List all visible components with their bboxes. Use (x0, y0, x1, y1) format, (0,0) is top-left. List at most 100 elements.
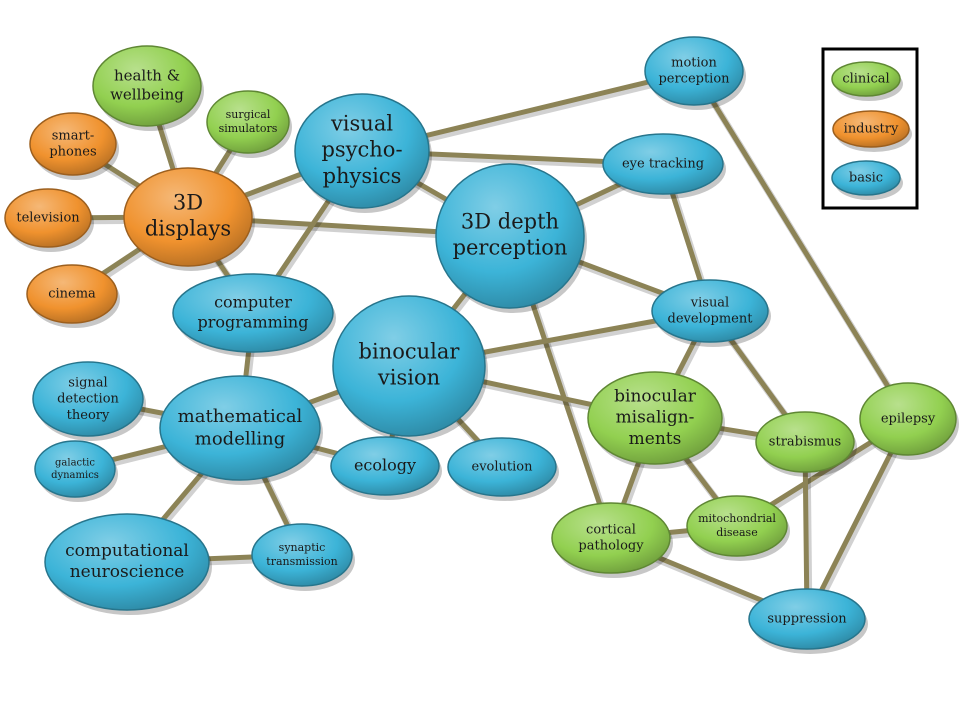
node-label-surgical: surgical (226, 108, 271, 121)
node-signal-bubble (32, 361, 144, 437)
node-label-synaptic: transmission (266, 555, 337, 568)
node-label-compneuro: computational (65, 541, 189, 561)
node-label-evolution: evolution (472, 460, 534, 475)
node-mathmod-bubble (159, 375, 321, 481)
legend: clinical industry basic (821, 47, 919, 210)
node-label-binocular: binocular (359, 339, 461, 363)
node-label-cinema: cinema (48, 287, 96, 302)
edge-motion-epilepsy (691, 68, 911, 422)
node-visualdev-bubble (651, 279, 769, 343)
node-depth3d: 3D depth perception (435, 163, 587, 313)
node-label-visualdev: visual (690, 295, 729, 310)
legend-item-basic: basic (831, 160, 903, 200)
node-label-motion: perception (658, 72, 730, 87)
node-eyetracking-bubble (602, 133, 724, 195)
node-label-mathmod: modelling (195, 428, 285, 449)
node-label-smartphones: smart- (52, 128, 95, 143)
node-label-compneuro: neuroscience (70, 562, 185, 582)
node-motion: motion perception (644, 36, 746, 110)
node-label-displays3d: displays (145, 217, 231, 241)
node-label-visualpsycho: physics (323, 164, 402, 188)
node-depth3d-bubble (435, 163, 585, 309)
node-epilepsy: epilepsy (859, 382, 959, 460)
node-health-bubble (92, 45, 202, 127)
node-layer: health &wellbeingsurgicalsimulatorssmart… (4, 36, 959, 654)
legend-label-basic: basic (849, 171, 883, 186)
node-binocular-bubble (332, 295, 486, 437)
node-label-binocmis: ments (629, 429, 682, 449)
node-eyetracking: eye tracking (602, 133, 726, 199)
node-galactic-bubble (34, 440, 116, 498)
node-displays3d-bubble (123, 167, 253, 267)
legend-item-clinical: clinical (831, 61, 903, 101)
node-label-health: health & (114, 67, 180, 85)
node-suppression: suppression (748, 588, 868, 654)
node-label-eyetracking: eye tracking (622, 157, 704, 172)
node-health: health &wellbeing (92, 45, 204, 131)
node-suppression-bubble (748, 588, 866, 650)
node-label-synaptic: synaptic (279, 541, 326, 554)
node-label-health: wellbeing (110, 85, 184, 103)
node-label-television: television (16, 211, 80, 226)
node-ecology-bubble (330, 436, 440, 496)
node-strabismus: strabismus (755, 411, 857, 477)
node-cinema-bubble (26, 264, 118, 324)
node-label-displays3d: 3D (173, 190, 203, 214)
node-label-mito: mitochondrial (698, 512, 776, 525)
node-cinema: cinema (26, 264, 120, 328)
node-evolution-bubble (447, 437, 557, 497)
node-label-cortical: cortical (586, 522, 636, 537)
node-label-mito: disease (716, 526, 757, 539)
node-label-galactic: dynamics (51, 470, 99, 481)
node-compneuro-bubble (44, 513, 210, 611)
node-cortical-bubble (551, 502, 671, 574)
node-label-signal: theory (67, 408, 110, 423)
node-label-binocmis: binocular (614, 386, 697, 406)
node-label-depth3d: 3D depth (461, 209, 559, 233)
node-label-smartphones: phones (49, 145, 96, 160)
node-binocular: binocular vision (332, 295, 488, 441)
node-strabismus-bubble (755, 411, 855, 473)
node-galactic: galactic dynamics (34, 440, 118, 502)
node-smartphones-bubble (29, 112, 117, 176)
node-synaptic-bubble (251, 523, 353, 587)
legend-item-industry: industry (832, 110, 912, 152)
node-label-signal: detection (57, 392, 119, 407)
node-motion-bubble (644, 36, 744, 106)
node-mito-bubble (686, 495, 788, 557)
node-label-computerprog: computer (214, 293, 292, 312)
node-binocmis-bubble (587, 371, 723, 465)
node-label-depth3d: perception (453, 236, 568, 260)
legend-item-clinical-bubble (831, 61, 901, 97)
node-label-motion: motion (671, 55, 717, 70)
node-label-galactic: galactic (55, 457, 95, 468)
node-computerprog-bubble (172, 273, 334, 353)
legend-item-industry-bubble (832, 110, 910, 148)
node-smartphones: smart-phones (29, 112, 119, 180)
node-label-visualpsycho: visual (330, 111, 393, 135)
node-visualdev: visual development (651, 279, 771, 347)
node-label-ecology: ecology (354, 456, 416, 475)
node-label-binocular: vision (377, 366, 440, 390)
node-label-strabismus: strabismus (769, 435, 841, 450)
node-label-surgical: simulators (219, 122, 278, 135)
node-television-bubble (4, 188, 92, 248)
legend-item-basic-bubble (831, 160, 901, 196)
legend-label-industry: industry (844, 122, 899, 137)
node-label-computerprog: programming (198, 313, 309, 332)
node-label-visualdev: development (668, 312, 754, 327)
node-surgical-bubble (206, 90, 290, 154)
node-label-epilepsy: epilepsy (881, 412, 936, 427)
node-label-signal: signal (68, 375, 107, 390)
